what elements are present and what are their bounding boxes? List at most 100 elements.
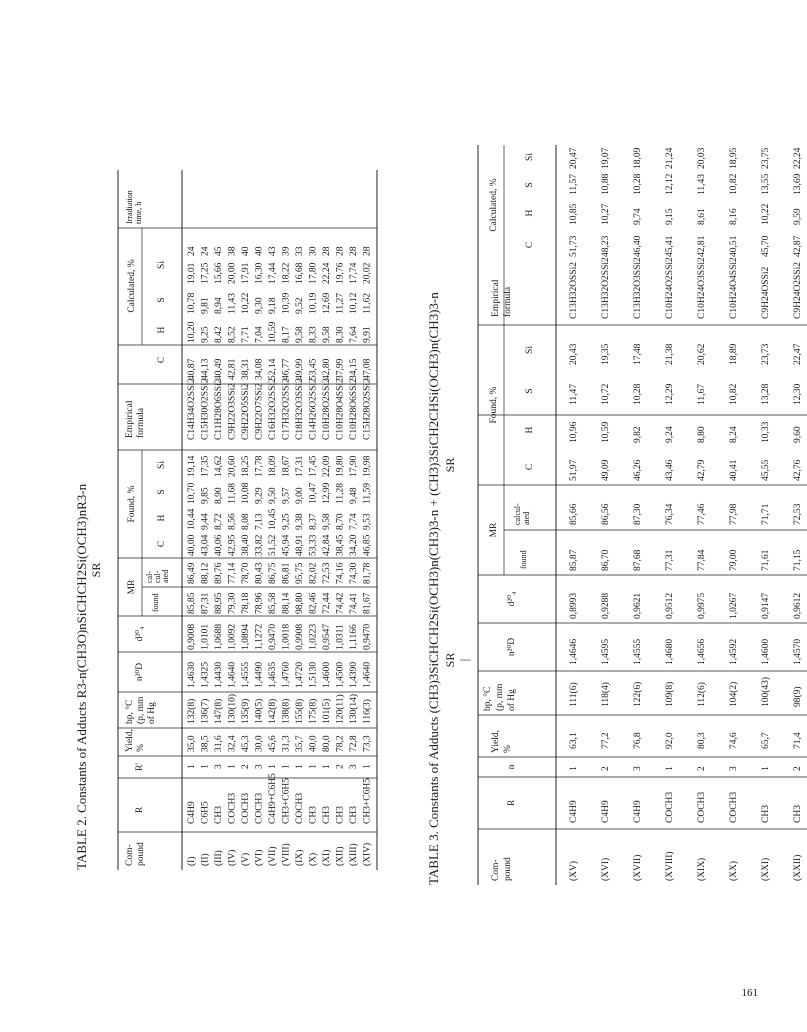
- table-row: (XV)C4H9163,1111(6)1,46460,899385,8785,6…: [568, 147, 579, 881]
- cell: 86,56: [601, 503, 611, 525]
- table-row: (XXI)CH3165,7100(43)1,46000,914771,6171,…: [760, 147, 771, 881]
- cell: 1,4635: [268, 662, 278, 688]
- cell: 31,6: [214, 735, 224, 752]
- table-row: (VII)C4H9+C6H5145,6142(8)1,46350,947085,…: [267, 246, 278, 866]
- col-mr-calc-line: ated: [161, 570, 170, 583]
- cell: 9,44: [201, 513, 211, 530]
- cell: 21,24: [665, 147, 675, 169]
- cell: 40: [241, 246, 251, 256]
- cell: 45,70: [761, 235, 771, 257]
- cell: 101(5): [321, 699, 332, 724]
- cell: 9,85: [201, 487, 211, 504]
- cell: 43: [268, 246, 278, 256]
- cell: 112(6): [696, 682, 707, 707]
- col-irradiation-line: time, h: [134, 202, 143, 224]
- cell: 1: [201, 764, 211, 769]
- cell: 86,81: [282, 562, 292, 584]
- cell: 1,4325: [201, 662, 211, 688]
- cell: 49,09: [601, 459, 611, 481]
- cell: 1: [309, 764, 319, 769]
- cell: 53,45: [309, 358, 319, 380]
- cell: 74,16: [336, 562, 346, 584]
- cell: 28: [336, 246, 346, 256]
- cell: 81,67: [363, 592, 373, 614]
- cell: 8,30: [336, 326, 346, 343]
- col-nd: n²⁰D: [507, 638, 517, 656]
- cell: 78,2: [336, 735, 346, 752]
- cell: 9,52: [295, 297, 305, 314]
- cell: 76,8: [633, 732, 643, 749]
- cell: 30: [309, 246, 319, 256]
- cell: 8,08: [241, 513, 251, 530]
- cell: 9,50: [268, 487, 278, 504]
- cell: 1,4500: [336, 662, 346, 688]
- cell: 15,66: [214, 262, 224, 284]
- cell: 45,3: [241, 735, 251, 752]
- col-mr-calc-line: ated: [522, 512, 531, 525]
- col-mr-found: found: [151, 593, 160, 612]
- cell: 92,0: [665, 732, 675, 749]
- cell: 9,59: [793, 208, 803, 225]
- col-mr-calc-line: cul-: [153, 570, 162, 583]
- cell: 13,28: [761, 383, 771, 405]
- cell: 38,40: [241, 534, 251, 556]
- cell: 1: [363, 764, 373, 769]
- cell: 38,45: [336, 534, 346, 556]
- cell: 140(5): [254, 699, 265, 724]
- cell: 122(6): [632, 682, 643, 707]
- cell: 1,0688: [214, 624, 224, 650]
- cell: 46,26: [633, 459, 643, 481]
- cell: 85,87: [569, 549, 579, 571]
- cell: 80,3: [697, 732, 707, 749]
- cell: C11H28O6SSi2: [214, 378, 224, 440]
- cell: 35,7: [295, 735, 305, 752]
- col-bp-line: (p, mm: [135, 696, 146, 724]
- col-nd: n²⁰D: [135, 663, 145, 681]
- cell: C15H30O2SSi2: [201, 378, 211, 440]
- cell: 40,00: [187, 534, 197, 556]
- cell: 10,82: [729, 383, 739, 405]
- cell: 9,74: [633, 208, 643, 225]
- cell: 10,27: [601, 203, 611, 225]
- cell: 3: [255, 764, 265, 769]
- cell: 1: [295, 764, 305, 769]
- cell: 10,12: [349, 292, 359, 314]
- cell: 10,82: [729, 173, 739, 195]
- cell: 3: [214, 764, 224, 769]
- cell: CH3: [793, 805, 803, 823]
- cell: 9,82: [633, 426, 643, 443]
- cell-compound: (XVII): [632, 855, 643, 881]
- table-subtitle: SR: [443, 653, 457, 668]
- cell-compound: (V): [240, 853, 251, 866]
- cell: 10,85: [569, 203, 579, 225]
- cell: 40,41: [729, 459, 739, 481]
- cell: 33,82: [255, 534, 265, 556]
- cell: 9,30: [255, 297, 265, 314]
- cell: 1,4630: [187, 662, 197, 688]
- cell: 13,55: [761, 173, 771, 195]
- col-mr-calc: cal-cul-ated: [145, 570, 170, 583]
- cell: 8,72: [214, 513, 224, 530]
- cell: CH3: [761, 805, 771, 823]
- cell: 1,4570: [793, 639, 803, 665]
- found-si: Si: [157, 461, 167, 469]
- cell: 17,31: [295, 455, 305, 477]
- cell: 82,02: [309, 562, 319, 584]
- cell: 88,14: [282, 592, 292, 614]
- cell-compound: (IX): [294, 850, 305, 866]
- cell: 34,15: [349, 358, 359, 380]
- cell: 1: [569, 766, 579, 771]
- cell: 11,43: [697, 174, 707, 195]
- col-bp-line: bp, °C: [482, 687, 493, 711]
- col-mr-calc-line: calcul-: [513, 503, 522, 525]
- cell: 45: [214, 246, 224, 256]
- cell: COCH3: [255, 793, 265, 824]
- cell: 2: [601, 766, 611, 771]
- cell: 11,68: [228, 483, 238, 504]
- cell: C13H32OSSi2: [569, 262, 579, 319]
- cell: 11,57: [569, 174, 579, 195]
- cell: 9,57: [282, 487, 292, 504]
- cell: 2: [697, 766, 707, 771]
- cell: 1,4390: [349, 662, 359, 688]
- cell: 40,49: [214, 358, 224, 380]
